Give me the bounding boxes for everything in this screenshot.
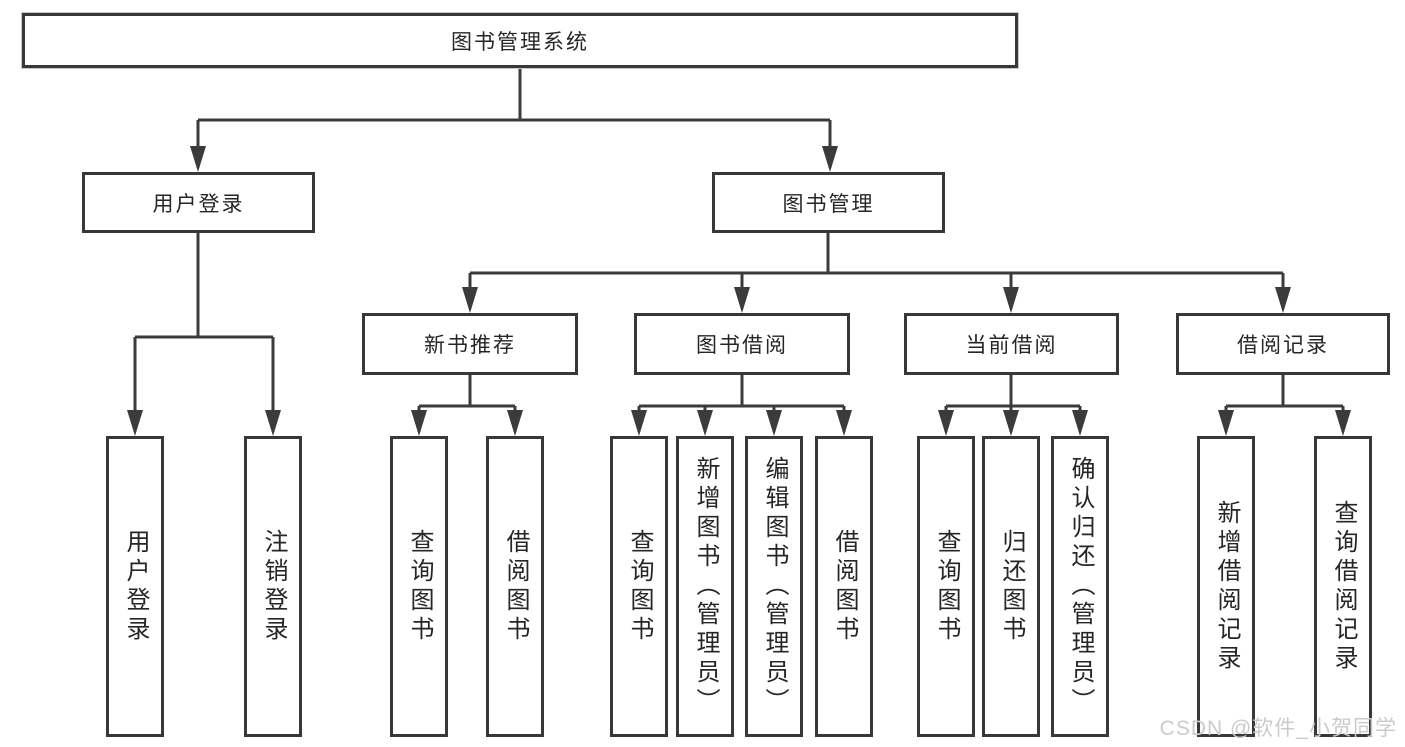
- leaf-user-login: 用户登录: [106, 436, 164, 737]
- node-label: 用户登录: [122, 528, 149, 645]
- arrowheads: [127, 146, 1351, 436]
- node-label: 新增图书（管理员）: [692, 456, 719, 717]
- node-current-borrowing: 当前借阅: [904, 313, 1119, 375]
- node-label: 查询图书: [626, 528, 653, 645]
- csdn-watermark: CSDN @软件_小贺同学: [1159, 717, 1397, 740]
- node-label: 借阅图书: [831, 528, 858, 645]
- leaf-add-books-admin: 新增图书（管理员）: [676, 436, 734, 737]
- leaf-edit-books-admin: 编辑图书（管理员）: [745, 436, 803, 737]
- leaf-add-borrow-record: 新增借阅记录: [1197, 436, 1255, 737]
- node-user-login: 用户登录: [82, 172, 315, 233]
- node-label: 借阅图书: [502, 528, 529, 645]
- node-new-book-recommend: 新书推荐: [362, 313, 578, 375]
- leaf-borrow-books: 借阅图书: [815, 436, 873, 737]
- node-label: 编辑图书（管理员）: [761, 456, 788, 717]
- node-label: 查询图书: [933, 528, 960, 645]
- node-label: 借阅记录: [1237, 334, 1329, 357]
- node-label: 用户登录: [152, 192, 245, 216]
- leaf-query-books: 查询图书: [610, 436, 668, 737]
- leaf-query-books: 查询图书: [917, 436, 975, 737]
- connector-lines: [133, 68, 1345, 432]
- node-label: 查询借阅记录: [1330, 499, 1357, 674]
- node-label: 当前借阅: [965, 334, 1058, 357]
- leaf-confirm-return-admin: 确认归还（管理员）: [1051, 436, 1109, 737]
- node-label: 新书推荐: [424, 334, 516, 357]
- leaf-query-borrow-record: 查询借阅记录: [1314, 436, 1372, 737]
- node-label: 查询图书: [406, 528, 433, 645]
- node-book-borrowing: 图书借阅: [634, 313, 850, 375]
- node-label: 图书管理系统: [451, 30, 589, 54]
- leaf-return-books: 归还图书: [982, 436, 1040, 737]
- node-label: 图书管理: [782, 192, 875, 216]
- node-book-management: 图书管理: [712, 172, 945, 233]
- node-label: 新增借阅记录: [1213, 499, 1240, 674]
- leaf-logout: 注销登录: [244, 436, 302, 737]
- leaf-query-books: 查询图书: [390, 436, 448, 737]
- node-label: 确认归还（管理员）: [1067, 456, 1094, 717]
- node-borrowing-records: 借阅记录: [1176, 313, 1390, 375]
- leaf-borrow-books: 借阅图书: [486, 436, 544, 737]
- node-label: 注销登录: [260, 528, 287, 645]
- node-label: 图书借阅: [696, 334, 788, 357]
- node-system-root: 图书管理系统: [22, 13, 1018, 68]
- node-label: 归还图书: [998, 528, 1025, 645]
